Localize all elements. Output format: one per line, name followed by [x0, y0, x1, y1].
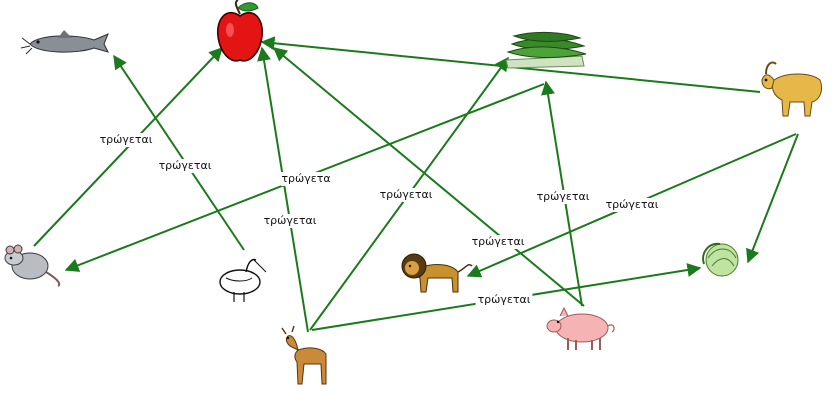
apple-icon	[216, 0, 264, 62]
edge-label: τρώγεται	[478, 293, 531, 306]
edge-label: τρώγεται	[264, 214, 317, 227]
edge-label: τρώγεται	[472, 235, 525, 248]
edge-label-bg	[603, 198, 661, 212]
edge-goat-to-cabbage	[746, 133, 799, 264]
edge-pig-to-apple	[272, 47, 585, 307]
edge-deer-to-apple	[257, 46, 309, 333]
cabbage-icon	[702, 242, 739, 277]
edge-label-bg	[97, 133, 155, 147]
catfish-icon	[20, 30, 109, 55]
edge-label-bg	[469, 235, 527, 249]
pelican-icon	[219, 258, 267, 302]
edge-label-bg	[377, 188, 435, 202]
edge-label-bg	[534, 190, 592, 204]
edge-pelican-to-catfish	[113, 54, 245, 251]
lion-icon	[401, 253, 473, 293]
edge-label: τρώγεται	[380, 188, 433, 201]
edge-label-bg	[156, 159, 214, 173]
edges: τρώγεται τρώγεται τρώγεται τρώγετα τρώγεται τ…	[33, 36, 799, 333]
edge-label: τρώγεται	[537, 190, 590, 203]
edge-label-bg	[475, 293, 533, 307]
goat-icon	[761, 61, 823, 117]
pig-icon	[546, 306, 615, 350]
rat-icon	[4, 244, 61, 287]
edge-label-bg	[280, 172, 332, 186]
okra-icon	[505, 31, 587, 69]
deer-icon	[281, 325, 327, 385]
edge-label-bg	[261, 214, 319, 228]
edge-label: τρώγεται	[100, 133, 153, 146]
edge-label: τρώγεται	[159, 159, 212, 172]
edge-label: τρώγεται	[606, 198, 659, 211]
edge-label: τρώγετα	[281, 172, 330, 185]
